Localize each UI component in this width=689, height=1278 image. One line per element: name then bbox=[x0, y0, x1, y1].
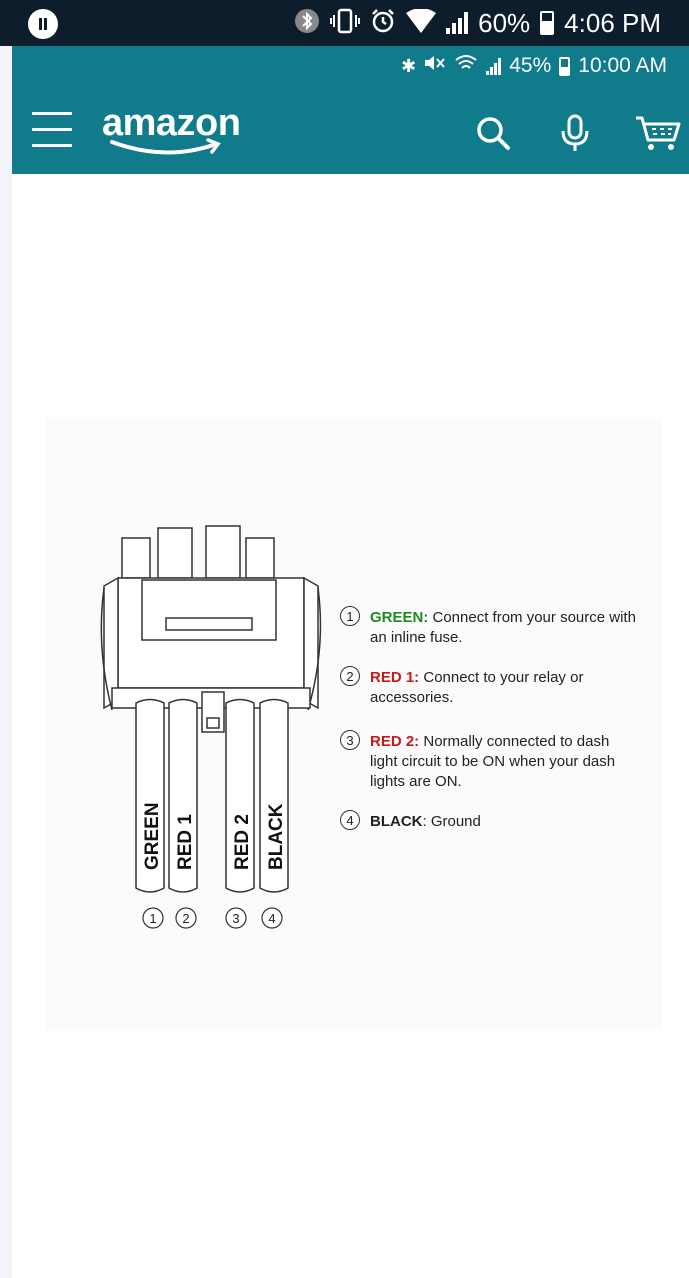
legend-text: Connect from your source with an inline … bbox=[370, 609, 636, 646]
legend-number: 1 bbox=[340, 606, 360, 626]
legend-key: RED 2: bbox=[370, 733, 420, 750]
switch-drawing: GREEN RED 1 RED 2 BLACK 1 2 3 4 bbox=[100, 525, 322, 929]
alarm-icon bbox=[370, 8, 396, 38]
signal-icon bbox=[446, 12, 469, 34]
legend-number: 2 bbox=[340, 666, 360, 686]
legend-text: Connect to your relay or accessories. bbox=[370, 669, 584, 706]
wire-label-green: GREEN bbox=[142, 802, 163, 870]
inner-status-bar: ✱ 45% 10:00 AM bbox=[401, 54, 667, 78]
legend-text: Normally connected to dash light circuit… bbox=[370, 733, 616, 790]
wire-number-4: 4 bbox=[268, 911, 275, 926]
amazon-header: ✱ 45% 10:00 AM amazon bbox=[12, 46, 689, 174]
wire-label-red1: RED 1 bbox=[175, 814, 196, 870]
legend-key: RED 1: bbox=[370, 669, 420, 686]
signal-icon bbox=[486, 57, 502, 75]
search-icon[interactable] bbox=[474, 114, 512, 152]
vibrate-icon bbox=[330, 8, 361, 38]
outer-time: 4:06 PM bbox=[564, 7, 661, 38]
legend-number: 4 bbox=[340, 810, 360, 830]
legend-number: 3 bbox=[340, 730, 360, 750]
battery-icon bbox=[559, 56, 571, 76]
legend-key: GREEN: bbox=[370, 609, 429, 626]
wifi-icon bbox=[454, 54, 478, 78]
battery-icon bbox=[540, 11, 555, 35]
inner-time: 10:00 AM bbox=[578, 54, 667, 77]
cart-icon[interactable] bbox=[634, 114, 682, 152]
outer-status-bar: 60% 4:06 PM bbox=[0, 0, 689, 46]
legend-key: BLACK bbox=[370, 813, 423, 830]
wire-label-black: BLACK bbox=[266, 803, 287, 870]
amazon-logo[interactable]: amazon bbox=[102, 102, 241, 144]
wire-number-2: 2 bbox=[182, 911, 189, 926]
bluetooth-icon: ✱ bbox=[401, 55, 417, 76]
menu-icon[interactable] bbox=[32, 112, 72, 148]
pause-icon[interactable] bbox=[28, 9, 58, 39]
wire-number-1: 1 bbox=[149, 911, 156, 926]
wire-number-3: 3 bbox=[232, 911, 239, 926]
mute-icon bbox=[424, 54, 446, 78]
legend-text: : Ground bbox=[422, 813, 481, 830]
wiring-diagram: GREEN RED 1 RED 2 BLACK 1 2 3 4 bbox=[46, 418, 662, 1030]
amazon-smile-logo bbox=[110, 138, 221, 155]
wire-label-red2: RED 2 bbox=[232, 814, 253, 870]
outer-battery-percent: 60% bbox=[478, 7, 531, 38]
microphone-icon[interactable] bbox=[556, 114, 594, 152]
wifi-icon bbox=[406, 8, 437, 37]
inner-battery-percent: 45% bbox=[509, 54, 552, 77]
bluetooth-icon bbox=[294, 8, 320, 38]
